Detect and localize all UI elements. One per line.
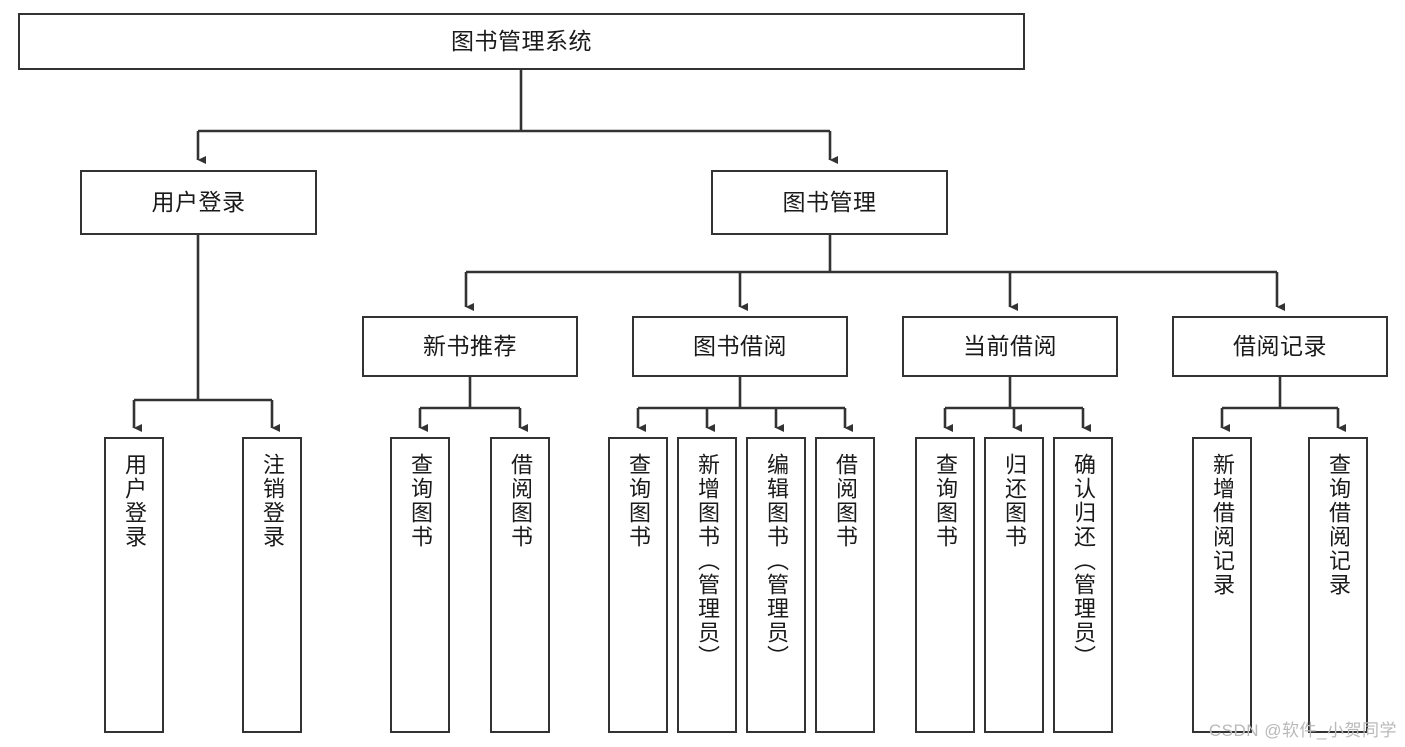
- node-label: 新增图书（管理员）: [695, 453, 720, 669]
- node-leaf-newbook-borrow-book[interactable]: 借阅图书: [490, 437, 550, 733]
- node-leaf-currentborrow-return-book[interactable]: 归还图书: [984, 437, 1044, 733]
- node-label: 图书管理: [782, 188, 877, 215]
- node-book-borrow[interactable]: 图书借阅: [632, 316, 848, 377]
- node-label: 新书推荐: [423, 332, 517, 359]
- node-label: 用户登录: [122, 453, 147, 549]
- node-label: 注销登录: [260, 453, 285, 549]
- node-leaf-bookborrow-edit-book-admin[interactable]: 编辑图书（管理员）: [746, 437, 806, 733]
- node-label: 当前借阅: [963, 332, 1057, 359]
- node-label: 确认归还（管理员）: [1071, 453, 1096, 669]
- node-label: 新增借阅记录: [1210, 453, 1235, 597]
- node-label: 用户登录: [151, 188, 246, 215]
- edges-current-borrow: [943, 377, 1092, 433]
- node-root-book-management-system[interactable]: 图书管理系统: [18, 13, 1025, 70]
- node-label: 查询借阅记录: [1326, 453, 1351, 597]
- edges-user-login: [132, 235, 281, 433]
- node-leaf-borrowrecord-query-record[interactable]: 查询借阅记录: [1308, 437, 1368, 733]
- node-book-management[interactable]: 图书管理: [711, 170, 948, 235]
- node-borrow-record[interactable]: 借阅记录: [1172, 316, 1388, 377]
- node-leaf-bookborrow-query-book[interactable]: 查询图书: [608, 437, 668, 733]
- node-label: 图书借阅: [693, 332, 787, 359]
- node-label: 借阅图书: [833, 453, 858, 549]
- edges-borrow-record: [1220, 377, 1347, 433]
- node-label: 查询图书: [933, 453, 958, 549]
- node-label: 借阅图书: [508, 453, 533, 549]
- edges-book-manage: [464, 235, 1286, 312]
- node-leaf-bookborrow-borrow-book[interactable]: 借阅图书: [815, 437, 875, 733]
- node-leaf-newbook-query-book[interactable]: 查询图书: [390, 437, 450, 733]
- edges-book-borrow: [636, 377, 854, 433]
- edges-new-book: [418, 377, 529, 433]
- node-leaf-user-login-login[interactable]: 用户登录: [104, 437, 164, 733]
- node-leaf-borrowrecord-add-record[interactable]: 新增借阅记录: [1192, 437, 1252, 733]
- node-leaf-currentborrow-query-book[interactable]: 查询图书: [915, 437, 975, 733]
- node-label: 编辑图书（管理员）: [764, 453, 789, 669]
- node-label: 归还图书: [1002, 453, 1027, 549]
- node-label: 查询图书: [626, 453, 651, 549]
- node-current-borrow[interactable]: 当前借阅: [902, 316, 1118, 377]
- watermark: CSDN @软件_小贺同学: [1208, 721, 1397, 740]
- node-label: 图书管理系统: [451, 27, 592, 54]
- node-leaf-bookborrow-add-book-admin[interactable]: 新增图书（管理员）: [677, 437, 737, 733]
- node-user-login[interactable]: 用户登录: [80, 170, 317, 235]
- node-label: 借阅记录: [1233, 332, 1327, 359]
- edges-root: [196, 70, 839, 165]
- node-new-book-recommend[interactable]: 新书推荐: [362, 316, 578, 377]
- node-leaf-user-login-logout[interactable]: 注销登录: [242, 437, 302, 733]
- node-leaf-currentborrow-confirm-return-admin[interactable]: 确认归还（管理员）: [1053, 437, 1113, 733]
- node-label: 查询图书: [408, 453, 433, 549]
